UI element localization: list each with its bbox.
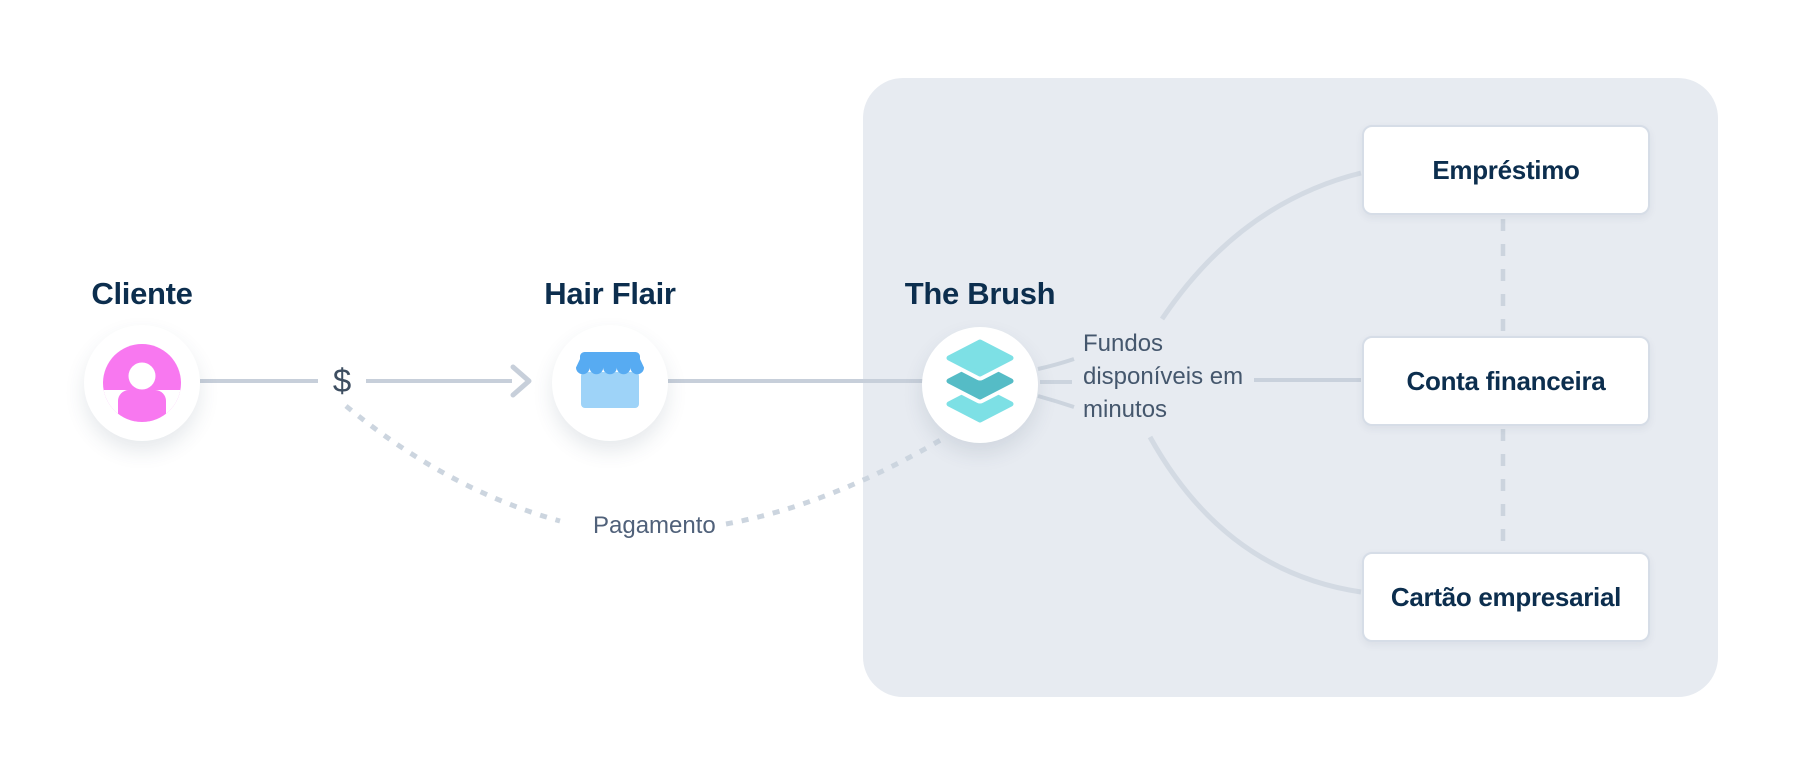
the-brush-label: The Brush [904,276,1056,311]
brush-fanout-top [1037,357,1075,371]
cliente-node [84,325,200,441]
person-icon [103,344,181,422]
hair-flair-node [552,325,668,441]
funds-note: Fundos disponíveis em minutos [1083,327,1243,426]
curve-to-cartao [1147,435,1362,595]
product-box-conta-financeira: Conta financeira [1362,336,1650,426]
product-box-cartao-empresarial: Cartão empresarial [1362,552,1650,642]
hair-flair-label: Hair Flair [544,276,676,311]
dollar-symbol: $ [332,362,352,399]
arrowhead-icon [510,364,532,398]
product-box-emprestimo: Empréstimo [1362,125,1650,215]
curve-to-emprestimo [1159,170,1362,321]
payment-dashed-curve-left [344,404,561,524]
funds-note-line3: minutos [1083,396,1168,423]
brush-fanout-bottom [1037,394,1075,409]
payment-label: Pagamento [593,512,716,539]
payment-dashed-curve-right [725,435,946,527]
layers-icon [942,335,1018,423]
funds-note-line2: disponíveis em [1083,363,1244,390]
the-brush-node [922,327,1038,443]
funds-note-line1: Fundos [1083,330,1164,357]
cliente-label: Cliente [91,276,193,311]
storefront-icon [576,352,644,408]
